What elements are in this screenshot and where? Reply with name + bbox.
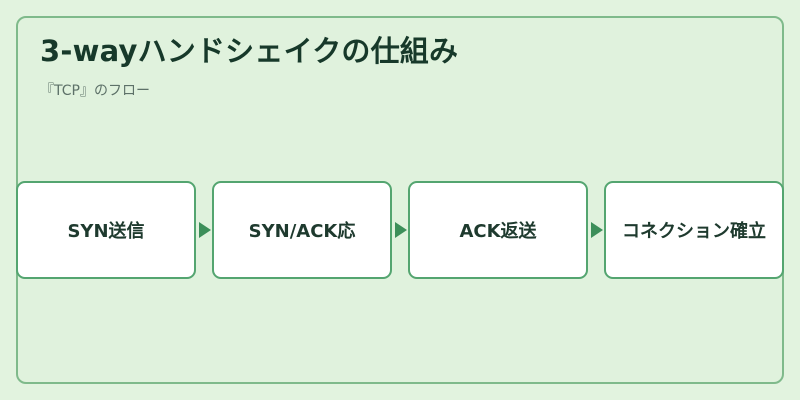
step-ack-return: ACK返送 bbox=[408, 181, 588, 279]
diagram-title: 3-wayハンドシェイクの仕組み bbox=[40, 34, 459, 68]
step-syn-send: SYN送信 bbox=[16, 181, 196, 279]
step-syn-ack: SYN/ACK応 bbox=[212, 181, 392, 279]
arrow-right-icon bbox=[199, 222, 211, 238]
arrow-right-icon bbox=[591, 222, 603, 238]
diagram-subtitle: 『TCP』のフロー bbox=[40, 83, 150, 99]
step-connection-established: コネクション確立 bbox=[604, 181, 784, 279]
arrow-right-icon bbox=[395, 222, 407, 238]
